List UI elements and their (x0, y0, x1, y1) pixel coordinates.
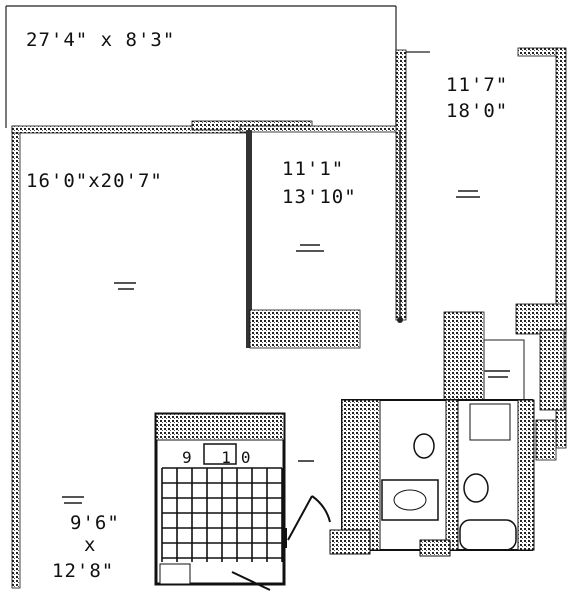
room-tag-marks (62, 190, 510, 504)
bathrooms (329, 399, 535, 557)
large-bedroom-width: 11'7" (446, 74, 509, 96)
terrace-dimensions: 27'4" x 8'3" (26, 29, 176, 51)
exterior-walls (11, 47, 567, 589)
living-room-dimensions: 16'0"x20'7" (26, 170, 163, 192)
dining-area-connector: x (84, 534, 97, 556)
kitchen (154, 412, 286, 591)
dining-area-width: 9'6" (70, 512, 120, 534)
small-bedroom-walls (246, 130, 403, 349)
dining-area-length: 12'8" (52, 560, 115, 582)
kitchen-door (285, 495, 331, 548)
small-bedroom-width: 11'1" (282, 158, 345, 180)
small-bedroom-length: 13'10" (282, 186, 357, 208)
large-bedroom-length: 18'0" (446, 100, 509, 122)
kitchen-dimensions: 9 10 (182, 448, 261, 467)
large-bedroom-walls (443, 303, 567, 411)
terrace-outline (5, 5, 430, 128)
kitchen-floor-tiles (161, 467, 283, 562)
